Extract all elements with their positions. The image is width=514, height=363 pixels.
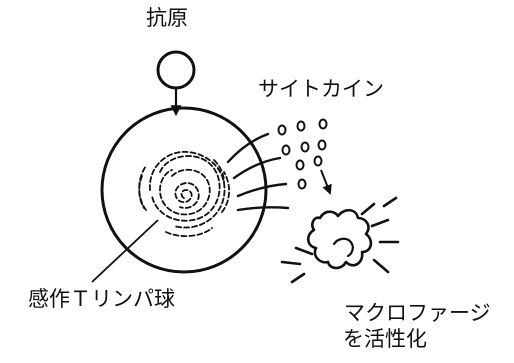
macrophage-inner	[332, 237, 354, 258]
activation-rays	[280, 196, 400, 284]
t-cell-membrane	[100, 106, 268, 274]
macrophage-label-line1: マクロファージ	[344, 301, 491, 325]
antigen-circle	[156, 50, 196, 90]
cytokine-arrow	[320, 169, 332, 195]
antigen-label: 抗原	[146, 6, 188, 30]
t-cell-label: 感作Ｔリンパ球	[28, 287, 175, 311]
cytokine-dots	[277, 118, 328, 190]
t-cell-leader-line	[91, 219, 159, 283]
cytokine-emission-lines	[226, 132, 290, 212]
macrophage-label-line2: を活性化	[343, 327, 427, 351]
macrophage-body	[306, 208, 373, 270]
t-cell-nucleus	[138, 151, 230, 237]
cytokine-label: サイトカイン	[258, 77, 384, 101]
